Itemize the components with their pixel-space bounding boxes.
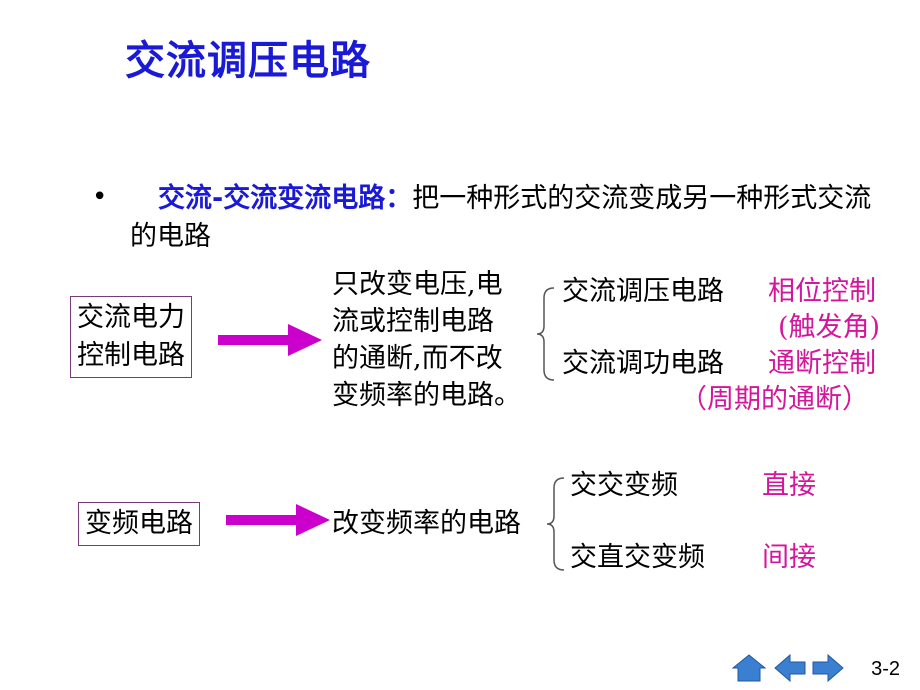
item-ac-power-regulation: 交流调功电路 xyxy=(562,348,724,379)
item-direct: 直接 xyxy=(762,470,816,501)
section2-description: 改变频率的电路 xyxy=(332,508,521,539)
item-ac-voltage-regulation: 交流调压电路 xyxy=(562,276,724,307)
item-phase-control: 相位控制 xyxy=(768,276,876,307)
brace-2 xyxy=(546,477,565,571)
bullet-paragraph: 交流-交流变流电路：把一种形式的交流变成另一种形式交流的电路 xyxy=(130,180,890,256)
item-ac-ac-conversion: 交交变频 xyxy=(570,470,678,501)
item-onoff-control-note: （周期的通断） xyxy=(680,384,869,415)
home-icon[interactable] xyxy=(732,654,766,682)
item-phase-control-note: (触发角) xyxy=(778,312,881,343)
bullet-highlight: 交流-交流变流电路： xyxy=(158,183,413,214)
ac-power-control-box: 交流电力 控制电路 xyxy=(70,296,192,378)
frequency-conversion-box: 变频电路 xyxy=(78,502,200,546)
page-title: 交流调压电路 xyxy=(125,38,371,84)
bullet-dot: • xyxy=(92,182,108,212)
arrow-2 xyxy=(226,504,330,536)
box-line-2: 控制电路 xyxy=(77,340,185,371)
arrow-1 xyxy=(218,324,322,356)
previous-icon[interactable] xyxy=(774,654,806,682)
desc-line-2: 流或控制电路 xyxy=(332,306,494,337)
desc-line-1: 只改变电压,电 xyxy=(332,269,503,300)
item-onoff-control: 通断控制 xyxy=(768,348,876,379)
brace-1 xyxy=(536,287,555,381)
section1-description: 只改变电压,电 流或控制电路 的通断,而不改 变频率的电路。 xyxy=(332,266,521,414)
item-indirect: 间接 xyxy=(762,542,816,573)
bullet-body: 把一种形式的交流变成另一种形式交流的电路 xyxy=(130,183,872,252)
desc-line-4: 变频率的电路。 xyxy=(332,380,521,411)
box-line-1: 交流电力 xyxy=(77,302,185,333)
page-number: 3-2 xyxy=(871,658,900,680)
next-icon[interactable] xyxy=(812,654,844,682)
desc-line-3: 的通断,而不改 xyxy=(332,343,503,374)
item-ac-dc-ac-conversion: 交直交变频 xyxy=(570,542,705,573)
